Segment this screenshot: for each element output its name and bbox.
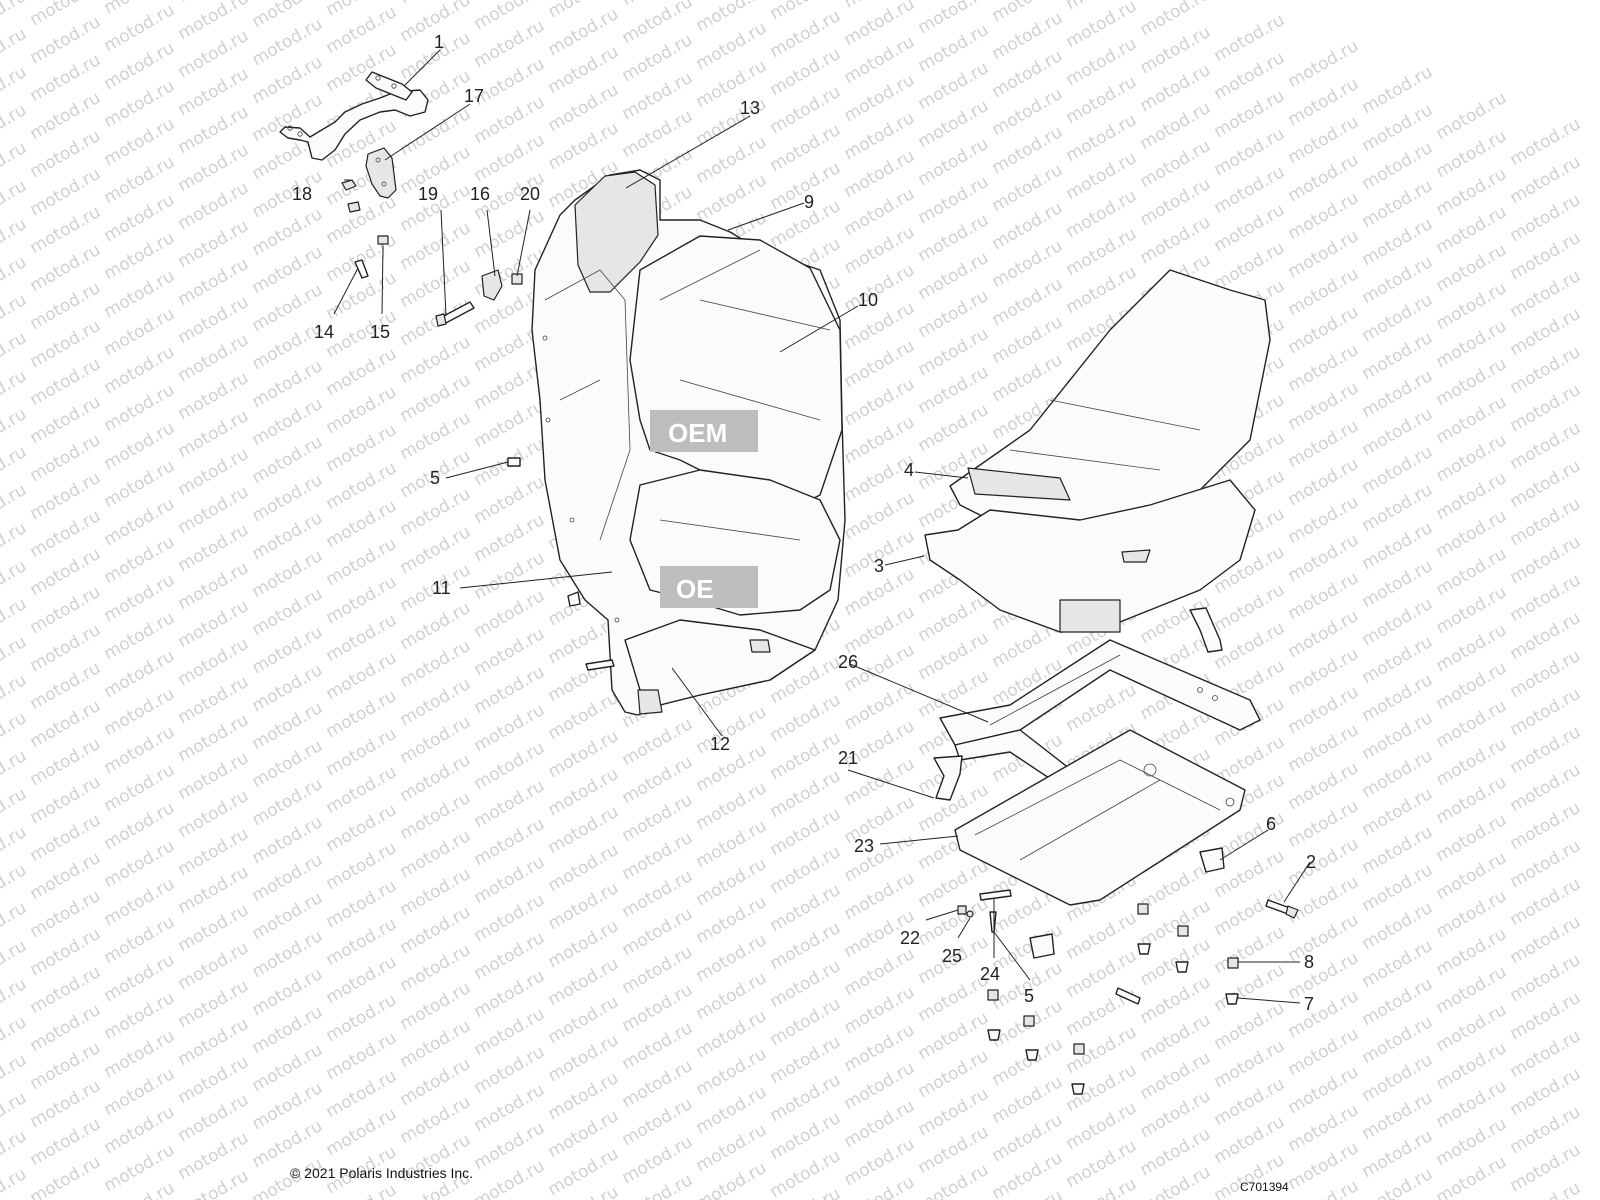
part-22-nut <box>957 905 967 915</box>
part-20-nut <box>511 273 523 285</box>
callout-13: 13 <box>740 98 760 118</box>
part-18-bolts <box>341 179 361 213</box>
callout-16: 16 <box>470 184 490 204</box>
part-7-bolt <box>987 943 1239 1095</box>
callout-18: 18 <box>292 184 312 204</box>
part-6-strap-lower <box>1029 847 1225 959</box>
part-25-washer <box>966 910 974 918</box>
part-3-seat-base <box>924 479 1256 633</box>
callout-22: 22 <box>900 928 920 948</box>
part-19-bolt <box>435 301 475 327</box>
callout-1: 1 <box>434 32 444 52</box>
watermark-text: motod.ru <box>0 1164 30 1200</box>
part-4-seat-cushion <box>949 269 1271 531</box>
oem-badge-text: OEM <box>668 418 727 448</box>
callout-20: 20 <box>520 184 540 204</box>
part-23-seat-frame <box>954 729 1246 906</box>
seat-back-assembly: OEM OE <box>531 169 846 716</box>
seat-back-bolt <box>585 659 615 671</box>
callout-10: 10 <box>858 290 878 310</box>
part-1-headrest-bracket <box>279 71 429 161</box>
seat-back-clip <box>567 591 581 607</box>
part-5-pushpin-upper <box>507 457 521 467</box>
callout-24: 24 <box>980 964 1000 984</box>
part-2-bolt-lower <box>1115 987 1141 1005</box>
callout-12: 12 <box>710 734 730 754</box>
callout-17: 17 <box>464 86 484 106</box>
callout-23: 23 <box>854 836 874 856</box>
callout-6: 6 <box>1266 814 1276 834</box>
part-8-nut <box>987 903 1239 1055</box>
part-6-strap-upper <box>1189 607 1223 653</box>
drawing-id: C701394 <box>1240 1180 1289 1194</box>
part-21-strap <box>933 755 963 801</box>
callout-7: 7 <box>1304 994 1314 1014</box>
callout-5-upper: 5 <box>430 468 440 488</box>
part-17-latch <box>365 147 397 199</box>
callout-4: 4 <box>904 460 914 480</box>
callout-19: 19 <box>418 184 438 204</box>
callout-26: 26 <box>838 652 858 672</box>
callout-9: 9 <box>804 192 814 212</box>
leader-lines <box>333 49 1311 1004</box>
callout-3: 3 <box>874 556 884 576</box>
callout-11: 11 <box>432 578 451 598</box>
callout-15: 15 <box>370 322 390 342</box>
svg-text:OE: OE <box>676 574 714 604</box>
part-24-bolt <box>979 889 1012 901</box>
callout-21: 21 <box>838 748 858 768</box>
part-14-clip <box>354 259 369 279</box>
callout-2: 2 <box>1306 852 1316 872</box>
oem-watermark-badge: OEM OE <box>650 410 758 608</box>
callout-5-lower: 5 <box>1024 986 1034 1006</box>
copyright-notice: © 2021 Polaris Industries Inc. <box>290 1165 474 1181</box>
callout-25: 25 <box>942 946 962 966</box>
part-2-bolt <box>1265 899 1299 919</box>
callout-8: 8 <box>1304 952 1314 972</box>
part-16-bracket <box>481 269 503 301</box>
callout-labels: 1 17 13 9 10 5 11 12 4 3 26 21 23 6 2 8 … <box>292 32 1316 1014</box>
callout-14: 14 <box>314 322 334 342</box>
